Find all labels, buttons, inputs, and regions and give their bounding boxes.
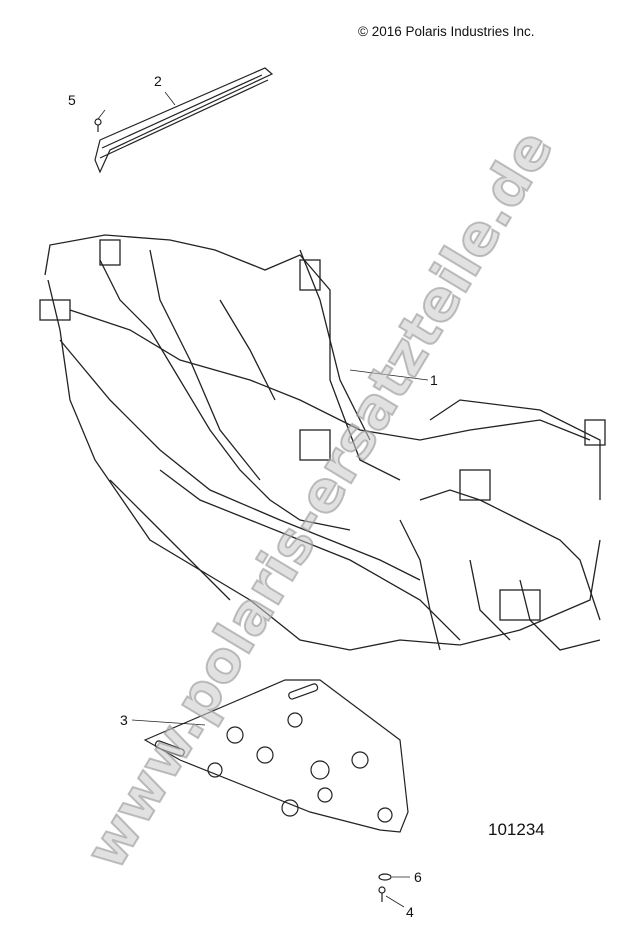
part-frame [39, 234, 606, 651]
part-skid-plate [143, 679, 409, 833]
callout-2: 2 [154, 73, 162, 89]
callout-4: 4 [406, 904, 414, 920]
diagram-number: 101234 [488, 820, 545, 839]
leader-lines [97, 91, 429, 908]
callout-5: 5 [68, 92, 76, 108]
callout-3: 3 [120, 712, 128, 728]
part-screw-5 [94, 118, 102, 132]
copyright-text: © 2016 Polaris Industries Inc. [358, 24, 535, 39]
part-washer-6 [378, 873, 392, 881]
callout-1: 1 [430, 372, 438, 388]
part-rail [94, 67, 274, 174]
callout-6: 6 [414, 869, 422, 885]
part-screw-4 [378, 886, 386, 902]
